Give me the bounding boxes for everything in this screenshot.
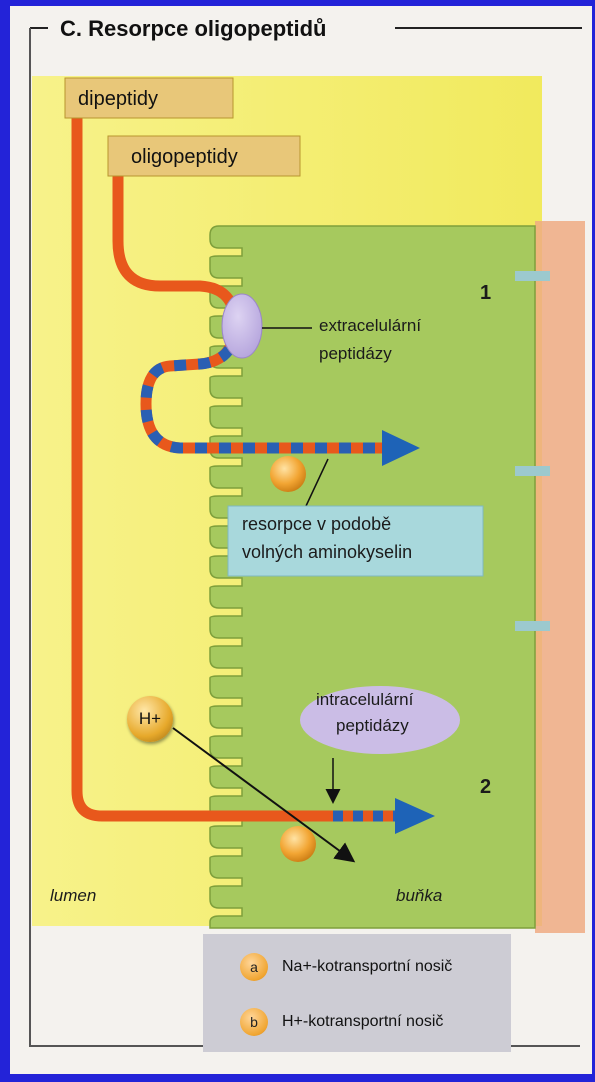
extracellular-label-line1: extracelulární bbox=[319, 316, 421, 336]
step-2-number: 2 bbox=[480, 776, 491, 799]
h-ion: H+ bbox=[127, 696, 173, 742]
h-carrier bbox=[280, 826, 316, 862]
na-carrier bbox=[270, 456, 306, 492]
intracellular-label-line1: intracelulární bbox=[316, 690, 413, 710]
resorption-label-line2: volných aminokyselin bbox=[242, 542, 412, 563]
diagram-canvas bbox=[10, 6, 592, 1074]
step-1-number: 1 bbox=[480, 282, 491, 305]
intracellular-label-line2: peptidázy bbox=[336, 716, 409, 736]
side-band bbox=[535, 221, 585, 933]
legend-badge-b: b bbox=[240, 1008, 268, 1036]
figure-title: C. Resorpce oligopeptidů bbox=[52, 16, 334, 42]
resorption-label-line1: resorpce v podobě bbox=[242, 514, 391, 535]
legend-item-a: a Na+-kotransportní nosič bbox=[240, 953, 452, 981]
legend-item-b: b H+-kotransportní nosič bbox=[240, 1008, 443, 1036]
cell-label: buňka bbox=[396, 886, 442, 906]
lumen-label: lumen bbox=[50, 886, 96, 906]
extracellular-peptidase bbox=[222, 294, 262, 358]
legend-text-a: Na+-kotransportní nosič bbox=[282, 958, 452, 976]
legend-badge-a: a bbox=[240, 953, 268, 981]
figure-frame: C. Resorpce oligopeptidů dipeptidy oligo… bbox=[10, 6, 592, 1074]
extracellular-label-line2: peptidázy bbox=[319, 344, 392, 364]
dipeptidy-label: dipeptidy bbox=[78, 80, 158, 118]
legend-text-b: H+-kotransportní nosič bbox=[282, 1013, 443, 1031]
oligopeptidy-label: oligopeptidy bbox=[131, 138, 238, 176]
